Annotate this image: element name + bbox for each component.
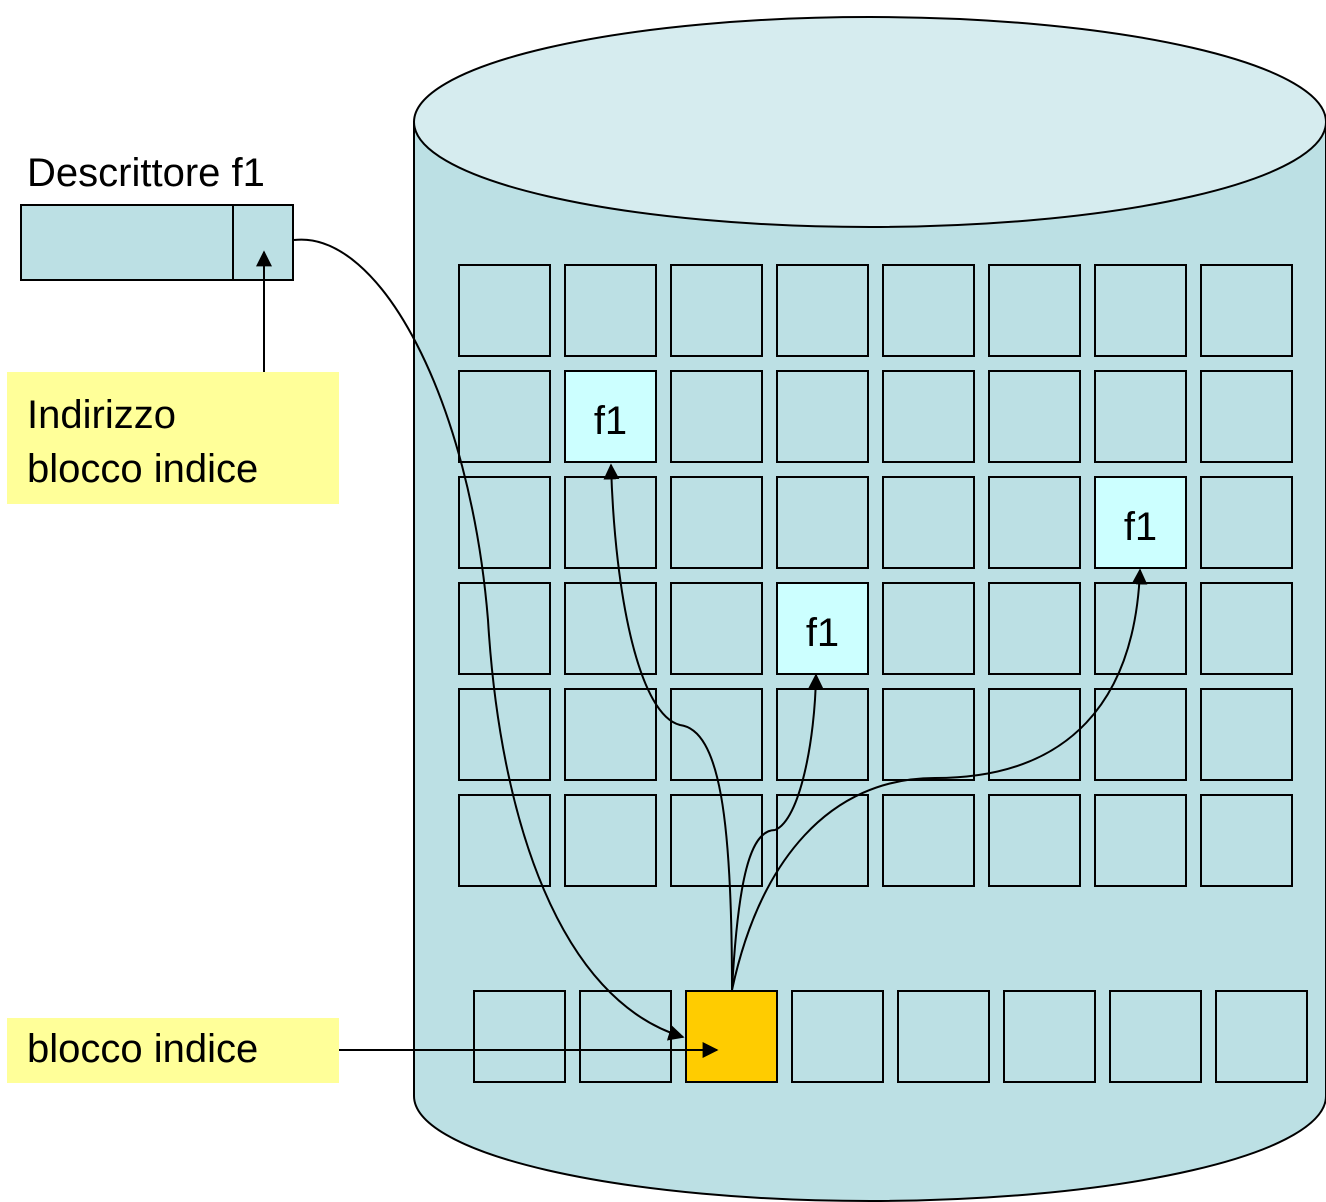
disk-block: [882, 476, 975, 569]
disk-top: [413, 16, 1326, 228]
disk-block: [882, 688, 975, 781]
disk-block: [1094, 370, 1187, 463]
disk-block: [791, 990, 884, 1083]
disk-block: [897, 990, 990, 1083]
disk-block: [458, 476, 551, 569]
disk-block: [1094, 688, 1187, 781]
disk-block: [1200, 688, 1293, 781]
disk-block: [882, 370, 975, 463]
disk-block: [1215, 990, 1308, 1083]
disk-block: [988, 476, 1081, 569]
disk-block: [670, 370, 763, 463]
descriptor-record: [20, 204, 234, 281]
f1-block-label: f1: [806, 611, 839, 655]
descriptor-to-index-block-arrow: [293, 238, 685, 1041]
disk-block: [1109, 990, 1202, 1083]
disk-block: [564, 794, 657, 887]
index-block-note-text: blocco indice: [27, 1027, 258, 1071]
index-block: [685, 990, 778, 1083]
disk-block: [473, 990, 566, 1083]
disk-block: [882, 794, 975, 887]
disk-block: [458, 264, 551, 357]
disk-block: [670, 582, 763, 675]
disk-block: [988, 794, 1081, 887]
disk-block: [579, 990, 672, 1083]
index-address-note-line2: blocco indice: [27, 447, 258, 491]
index-block-note: [7, 1018, 339, 1083]
disk-block: [988, 582, 1081, 675]
index-block-row: [473, 990, 1308, 1083]
disk-block: [1200, 370, 1293, 463]
disk-block: [1200, 476, 1293, 569]
f1-block-label: f1: [1124, 505, 1157, 549]
disk-block: [458, 688, 551, 781]
block-grid: f1 f1 f1: [458, 264, 1293, 887]
f1-data-block: [1094, 476, 1187, 569]
disk-block: [564, 582, 657, 675]
disk-block: [882, 264, 975, 357]
disk-block: [882, 582, 975, 675]
disk-block: [776, 264, 869, 357]
pointer-arrows: [256, 238, 1148, 1058]
disk-block: [776, 370, 869, 463]
disk-block: [564, 264, 657, 357]
index-to-f1-block-a-arrow: [603, 463, 733, 991]
descriptor-title: Descrittore f1: [27, 151, 265, 195]
f1-block-label: f1: [594, 399, 627, 443]
disk-block: [458, 582, 551, 675]
disk-block: [458, 794, 551, 887]
disk-block: [1094, 582, 1187, 675]
disk-block: [1094, 264, 1187, 357]
disk-block: [776, 688, 869, 781]
disk-block: [776, 794, 869, 887]
disk-block: [988, 688, 1081, 781]
disk-block: [670, 688, 763, 781]
disk-block: [776, 476, 869, 569]
disk-block: [564, 476, 657, 569]
disk-block: [670, 794, 763, 887]
index-to-f1-block-b-arrow: [731, 673, 824, 991]
disk-block: [988, 370, 1081, 463]
index-address-note-line1: Indirizzo: [27, 393, 176, 437]
disk-block: [458, 370, 551, 463]
disk-block: [670, 476, 763, 569]
index-to-f1-block-c-arrow: [731, 568, 1148, 991]
disk-block: [1200, 582, 1293, 675]
disk-block: [1200, 794, 1293, 887]
index-address-note: [7, 372, 339, 504]
f1-data-block: [564, 370, 657, 463]
disk-block: [1094, 794, 1187, 887]
disk-block: [1003, 990, 1096, 1083]
disk-block: [564, 688, 657, 781]
disk-block: [1200, 264, 1293, 357]
disk-block: [670, 264, 763, 357]
disk-block: [988, 264, 1081, 357]
